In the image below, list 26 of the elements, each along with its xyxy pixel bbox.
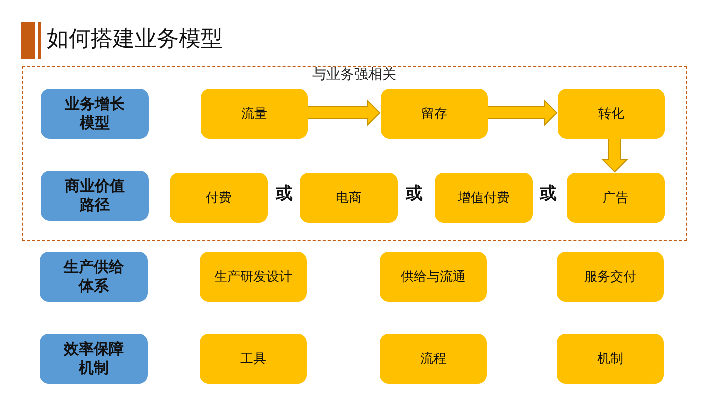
or-label: 或 [406, 183, 423, 205]
item-box: 生产研发设计 [200, 252, 307, 302]
or-label: 或 [540, 183, 557, 205]
dashed-group-frame [22, 66, 687, 241]
item-box: 服务交付 [557, 252, 664, 302]
category-box: 商业价值路径 [41, 171, 149, 221]
item-box: 工具 [200, 334, 307, 384]
title: 如何搭建业务模型 [47, 26, 223, 54]
block-arrow [486, 100, 558, 126]
item-box: 机制 [557, 334, 664, 384]
item-box: 电商 [300, 173, 398, 223]
or-label: 或 [276, 183, 293, 205]
item-box: 增值付费 [435, 173, 533, 223]
item-box: 流量 [201, 89, 308, 139]
item-box: 留存 [381, 89, 488, 139]
block-arrow [306, 100, 381, 126]
block-arrow [602, 138, 628, 173]
item-box: 广告 [567, 173, 665, 223]
item-box: 流程 [380, 334, 487, 384]
category-box: 生产供给体系 [40, 252, 148, 302]
item-box: 转化 [558, 89, 665, 139]
group-heading: 与业务强相关 [312, 67, 396, 83]
item-box: 付费 [170, 173, 268, 223]
category-box: 业务增长模型 [41, 89, 149, 139]
category-box: 效率保障机制 [40, 334, 148, 384]
item-box: 供给与流通 [380, 252, 487, 302]
